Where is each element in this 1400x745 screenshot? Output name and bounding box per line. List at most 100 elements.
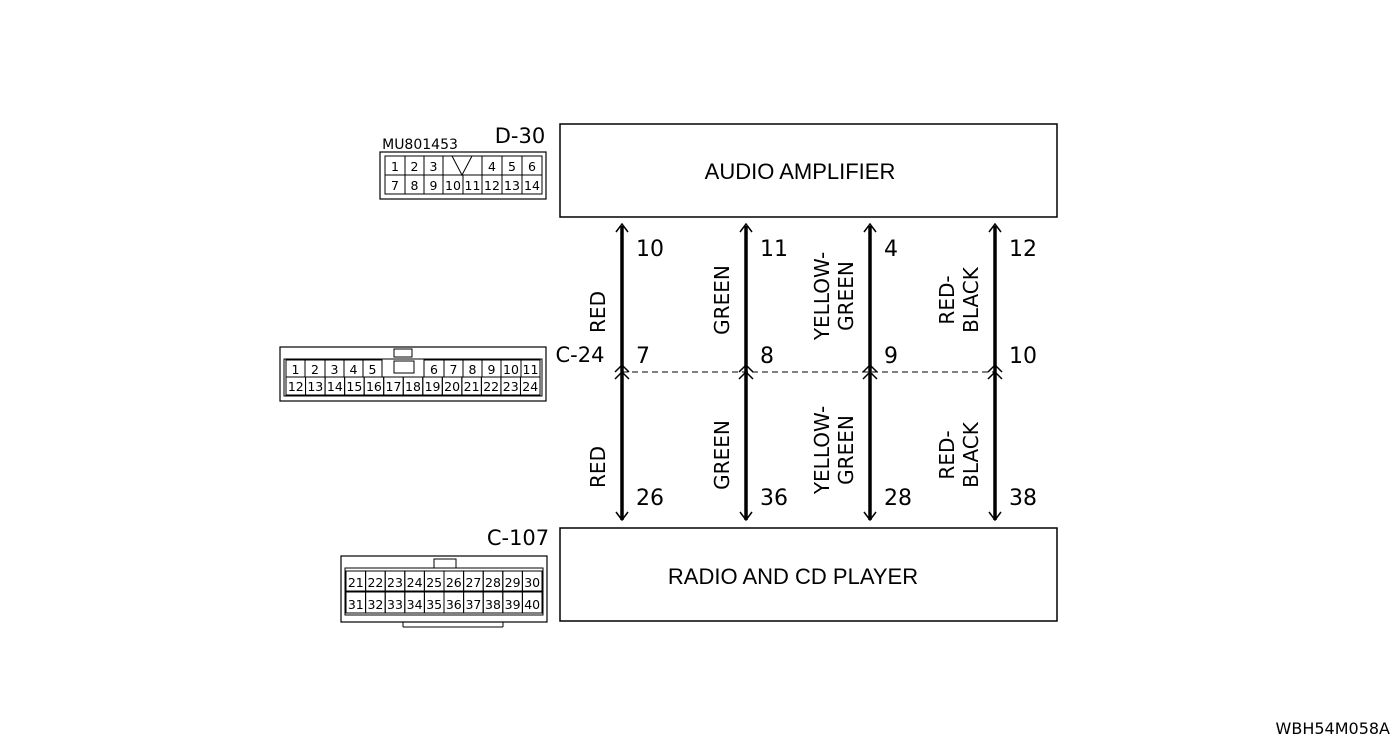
c24-pin-number: 2 [311, 362, 319, 377]
d30-cell [521, 174, 543, 195]
wire-color-text: RED- [935, 430, 959, 479]
c24-pin-number: 18 [405, 379, 421, 394]
d30-pin-number: 3 [430, 159, 438, 174]
c24-pin-number: 13 [307, 379, 323, 394]
wire-color-text: BLACK [959, 266, 983, 333]
d30-pin-number: 9 [430, 178, 438, 193]
amplifier-pin-number: 4 [884, 237, 898, 262]
d30-label: D-30 [495, 124, 545, 148]
c107-pin-number: 36 [446, 597, 462, 612]
c24-pin-number: 10 [503, 362, 519, 377]
c24-pin-number: 23 [503, 379, 519, 394]
wire-color-text: RED- [935, 275, 959, 324]
wire-color-text: RED [586, 291, 610, 333]
c24-pin-number-label: 10 [1009, 344, 1037, 369]
c107-pin-number: 25 [426, 575, 442, 590]
c24-pin-number: 9 [488, 362, 496, 377]
c24-pin-number: 22 [483, 379, 499, 394]
radio-terminal [615, 511, 629, 522]
d30-pin-number: 6 [528, 159, 536, 174]
c24-pin-number: 19 [425, 379, 441, 394]
wire-color-upper: YELLOW-GREEN [810, 252, 858, 341]
radio-pin-number: 28 [884, 486, 912, 511]
c24-pin-number: 6 [430, 362, 438, 377]
c24-connector-face [279, 346, 547, 402]
c24-pin-number: 4 [350, 362, 358, 377]
c107-pin-number: 34 [407, 597, 423, 612]
wire-color-text: RED [586, 446, 610, 488]
amplifier-pin-number: 11 [760, 237, 788, 262]
wire-color-upper: RED [586, 291, 610, 333]
c107-pin-number: 38 [485, 597, 501, 612]
d30-pin-number: 14 [524, 178, 540, 193]
wire-color-text: GREEN [710, 265, 734, 335]
figure-code: WBH54M058A [1276, 719, 1391, 738]
c24-pin-number: 14 [327, 379, 343, 394]
c24-pin-number-label: 8 [760, 344, 774, 369]
c24-terminal-chevrons [862, 363, 878, 380]
d30-pin-number: 1 [391, 159, 399, 174]
amplifier-pin-number: 12 [1009, 237, 1037, 262]
amplifier-terminal [988, 222, 1002, 233]
c107-pin-number: 31 [348, 597, 364, 612]
c107-cell [521, 570, 543, 592]
amplifier-pin-number: 10 [636, 237, 664, 262]
c107-pin-number: 26 [446, 575, 462, 590]
c24-pin-number-label: 7 [636, 344, 650, 369]
c107-cell [521, 591, 543, 614]
d30-pin-number: 11 [465, 178, 481, 193]
c24-pin-number: 3 [331, 362, 339, 377]
amplifier-terminal [739, 222, 753, 233]
c24-pin-number: 12 [288, 379, 304, 394]
amplifier-terminal [615, 222, 629, 233]
c107-pin-number: 35 [426, 597, 442, 612]
c24-pin-number: 17 [386, 379, 402, 394]
c24-pin-number: 20 [444, 379, 460, 394]
c24-pin-number: 16 [366, 379, 382, 394]
c107-pin-number: 32 [367, 597, 383, 612]
c107-pin-number: 23 [387, 575, 403, 590]
d30-pin-number: 8 [411, 178, 419, 193]
wire-color-text: BLACK [959, 421, 983, 488]
c107-pin-number: 39 [505, 597, 521, 612]
c24-pin-number: 24 [522, 379, 538, 394]
c24-pin-number: 5 [369, 362, 377, 377]
c107-pin-number: 28 [485, 575, 501, 590]
wire-color-lower: YELLOW-GREEN [810, 406, 858, 495]
d30-pin-number: 4 [488, 159, 496, 174]
wire-0: 10 7 26 RED RED [586, 222, 664, 522]
c24-pin-number: 8 [469, 362, 477, 377]
amplifier-terminal [863, 222, 877, 233]
c107-pin-number: 24 [407, 575, 423, 590]
radio-pin-number: 38 [1009, 486, 1037, 511]
wire-color-text: GREEN [834, 415, 858, 485]
wire-color-text: YELLOW- [810, 252, 834, 341]
c107-connector-face [340, 555, 548, 628]
radio-terminal [988, 511, 1002, 522]
audio-amplifier-box [559, 123, 1058, 218]
wire-color-text: YELLOW- [810, 406, 834, 495]
c107-pin-number: 33 [387, 597, 403, 612]
wire-color-text: GREEN [710, 420, 734, 490]
c107-pin-number: 27 [465, 575, 481, 590]
c107-pin-number: 37 [465, 597, 481, 612]
c24-pin-number: 7 [450, 362, 458, 377]
d30-pin-number: 2 [411, 159, 419, 174]
wire-color-text: GREEN [834, 261, 858, 331]
c24-pin-number-label: 9 [884, 344, 898, 369]
c107-pin-number: 40 [524, 597, 540, 612]
radio-terminal [863, 511, 877, 522]
wire-color-lower: GREEN [710, 420, 734, 490]
c24-terminal-chevrons [987, 363, 1003, 380]
d30-pin-number: 12 [484, 178, 500, 193]
c24-terminal-chevrons [614, 363, 630, 380]
c24-pin-number: 15 [346, 379, 362, 394]
c107-pin-number: 21 [348, 575, 364, 590]
wire-color-upper: GREEN [710, 265, 734, 335]
radio-pin-number: 26 [636, 486, 664, 511]
wire-color-lower: RED-BLACK [935, 421, 983, 488]
